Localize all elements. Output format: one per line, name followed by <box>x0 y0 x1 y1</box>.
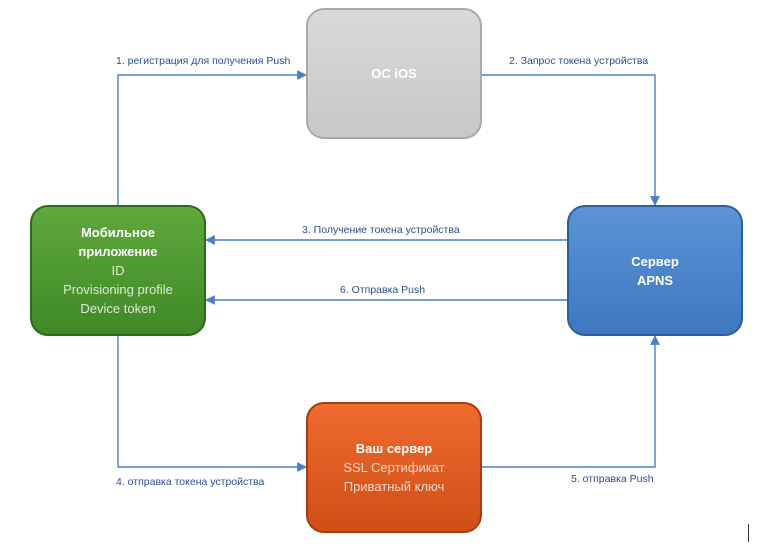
node-server-title: Ваш сервер <box>355 441 433 456</box>
edge-1-label: 1. регистрация для получения Push <box>116 55 291 67</box>
node-ios-title: ОС iOS <box>371 66 417 81</box>
edge-4-label: 4. отправка токена устройства <box>116 476 265 488</box>
text-cursor-mark <box>748 524 749 542</box>
node-app-line-profile: Provisioning profile <box>63 282 173 297</box>
node-apns-title-line2: APNS <box>636 272 674 288</box>
edge-3-label: 3. Получение токена устройства <box>302 224 460 236</box>
node-server-line-ssl: SSL Сертификат <box>343 460 445 475</box>
node-app-line-id: ID <box>111 263 125 278</box>
node-apns-title-line1: Сервер <box>631 253 679 269</box>
node-your-server: Ваш сервер SSL Сертификат Приватный ключ <box>306 402 482 533</box>
edge-2-arrow <box>482 74 660 206</box>
edge-5-label: 5. отправка Push <box>571 473 654 485</box>
node-app-title-line2: приложение <box>78 244 158 259</box>
edge-2-label: 2. Запрос токена устройства <box>509 55 649 67</box>
node-app-title-line1: Мобильное <box>80 225 156 240</box>
node-ios: ОС iOS <box>306 8 482 139</box>
node-mobile-app: Мобильное приложение ID Provisioning pro… <box>30 205 206 336</box>
edge-5-arrow <box>482 335 660 468</box>
node-app-line-token: Device token <box>80 301 156 316</box>
edge-4-arrow <box>117 336 307 472</box>
node-server-line-key: Приватный ключ <box>343 479 445 494</box>
edge-6-label: 6. Отправка Push <box>340 284 426 296</box>
node-apns: Сервер APNS <box>567 205 743 336</box>
edge-1-arrow <box>117 70 307 205</box>
